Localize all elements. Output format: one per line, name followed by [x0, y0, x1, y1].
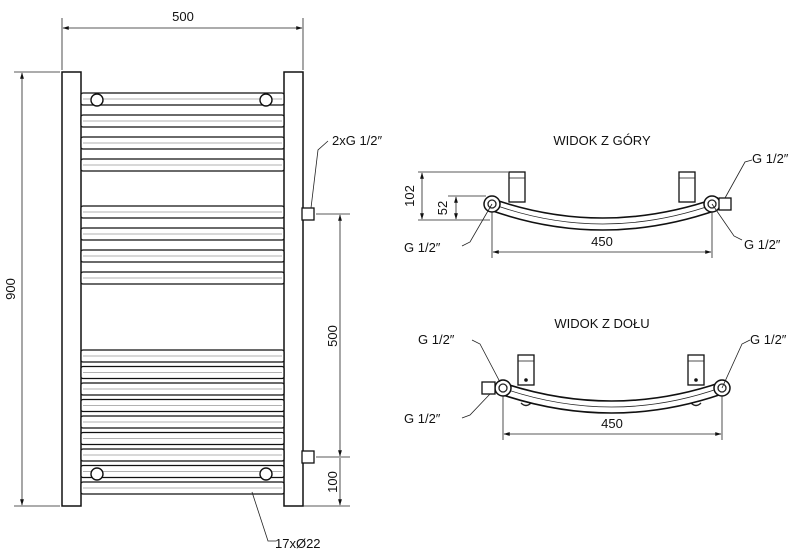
dim-side-height-label: 102 [402, 185, 417, 207]
top-view-g-right-label: G 1/2″ [752, 151, 789, 166]
inlet-side-label: 2xG 1/2″ [332, 133, 383, 148]
bottom-view-g-left-upper-label: G 1/2″ [418, 332, 455, 347]
bottom-view-left-pipe [481, 381, 496, 395]
bottom-view-g-right-label: G 1/2″ [750, 332, 787, 347]
bottom-view: WIDOK Z DOŁU 450 G 1/2″ G 1/2″ G 1/2″ [404, 316, 787, 440]
top-view-right-pipe [718, 197, 732, 211]
bottom-view-title: WIDOK Z DOŁU [554, 316, 649, 331]
bottom-view-bracket-left [517, 354, 535, 386]
dim-width-top-label: 500 [172, 9, 194, 24]
bottom-left-plug [90, 467, 104, 481]
dim-height-total-label: 900 [3, 278, 18, 300]
bottom-view-left-nut [494, 379, 512, 397]
top-view-bracket-right [678, 171, 696, 203]
upper-side-connector [301, 207, 315, 221]
dim-width-top: 500 [61, 9, 304, 70]
left-rail [61, 71, 82, 507]
front-view [61, 71, 315, 507]
bottom-view-g-left-lower-label: G 1/2″ [404, 411, 441, 426]
top-view-title: WIDOK Z GÓRY [553, 133, 651, 148]
dim-bottom-offset-label: 100 [325, 471, 340, 493]
top-left-plug [90, 93, 104, 107]
inlet-leader: 2xG 1/2″ [310, 133, 383, 209]
dim-bottom-view-spacing-label: 450 [601, 416, 623, 431]
lower-side-connector [301, 450, 315, 464]
dim-connection-spacing-label: 500 [325, 325, 340, 347]
top-right-plug [259, 93, 273, 107]
top-view-bracket-left [508, 171, 526, 203]
dim-bottom-offset: 100 [303, 458, 350, 507]
top-view-g-right-lower-label: G 1/2″ [744, 237, 781, 252]
dim-top-view-spacing-label: 450 [591, 234, 613, 249]
bottom-right-plug [259, 467, 273, 481]
top-view: WIDOK Z GÓRY 102 52 450 G 1 [402, 133, 789, 258]
dim-connection-spacing: 500 [316, 213, 350, 458]
dim-height-total: 900 [3, 71, 60, 507]
tubes-count-label: 17xØ22 [275, 536, 321, 551]
tubes-group [80, 92, 285, 495]
top-view-g-left-label: G 1/2″ [404, 240, 441, 255]
bottom-view-bracket-right [687, 354, 705, 386]
dim-side-offset-label: 52 [435, 201, 450, 215]
tubes-leader: 17xØ22 [251, 491, 321, 551]
right-rail [283, 71, 304, 507]
